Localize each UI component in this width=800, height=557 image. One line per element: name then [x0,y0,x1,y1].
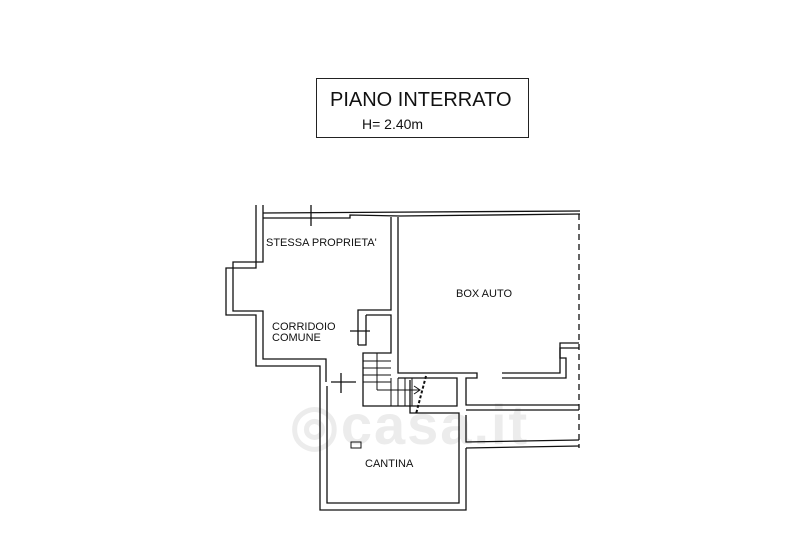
wall-top-outer [262,210,581,214]
room-label-stessa: STESSA PROPRIETA' [266,237,377,249]
corridor-line-2 [465,415,580,443]
watermark-logo: ◎casa.it [290,393,530,456]
box-wall-bottom-right [502,347,579,374]
wall-middle-3 [362,314,458,407]
title-box [316,78,529,138]
height-label: H= 2.40m [362,116,424,132]
wall-middle [357,217,392,345]
wall-small [358,315,367,346]
room-label-corridoio-1: CORRIDOIO [272,321,336,333]
wall-top-inner [263,213,581,219]
small-square [350,441,362,449]
corridor-line-3 [465,445,580,449]
room-label-cantina: CANTINA [365,458,414,470]
stairs [363,353,427,415]
wall-cantina-inner [326,380,460,504]
plan-title: PIANO INTERRATO [330,89,512,111]
wall-middle-2 [397,217,579,406]
wall-outer-left [225,205,467,511]
wall-inner-left [232,205,327,382]
box-wall-bottom-right-2 [502,342,579,379]
room-label-corridoio-2: COMUNE [272,332,321,344]
room-label-box: BOX AUTO [456,288,513,300]
